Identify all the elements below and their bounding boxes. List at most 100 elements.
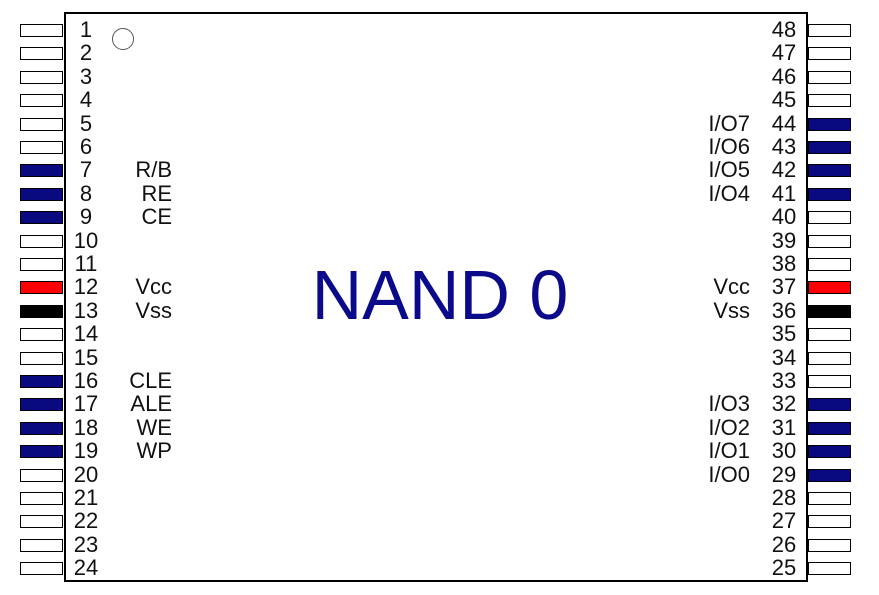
- pin-5-lead: [20, 117, 63, 131]
- pin-19-lead: [20, 445, 63, 459]
- pin-signal-label: Vss: [713, 297, 750, 323]
- pin-number: 5: [79, 110, 93, 136]
- pin-number: 12: [73, 274, 99, 300]
- pin-number: 8: [79, 180, 93, 206]
- pin-number: 3: [79, 63, 93, 89]
- pin-41-lead: [808, 187, 851, 201]
- pin-39-lead: [808, 234, 851, 248]
- pin-signal-label: CE: [141, 204, 172, 230]
- pin-signal-label: WE: [136, 414, 172, 440]
- pin-37-lead: [808, 281, 851, 295]
- pin-number: 28: [771, 485, 797, 510]
- pin-32-lead: [808, 398, 851, 412]
- pin-36-lead: [808, 304, 851, 318]
- pin-signal-label: WP: [136, 438, 172, 464]
- pin-13-lead: [20, 304, 63, 318]
- pin-number: 26: [771, 531, 797, 557]
- pin-signal-label: RE: [141, 180, 172, 206]
- pin-number: 22: [73, 508, 99, 534]
- pin-number: 15: [73, 344, 99, 370]
- pin-number: 2: [79, 40, 93, 66]
- pin-number: 23: [73, 531, 99, 557]
- pin-number: 27: [771, 508, 797, 534]
- pin-33-lead: [808, 375, 851, 388]
- pin-signal-label: I/O4: [708, 180, 750, 206]
- pin-number: 21: [73, 485, 99, 510]
- pin-7-lead: [20, 164, 63, 178]
- pin-28-lead: [808, 492, 851, 505]
- pin-number: 18: [73, 414, 99, 440]
- pin-signal-label: Vcc: [713, 274, 750, 300]
- pin-number: 7: [79, 157, 93, 183]
- pin-number: 40: [771, 204, 797, 230]
- pin-number: 33: [771, 368, 797, 393]
- pin-17-lead: [20, 398, 63, 412]
- pin-number: 16: [73, 368, 99, 393]
- pin-38-lead: [808, 258, 851, 271]
- pin-42-lead: [808, 164, 851, 178]
- pin-number: 13: [73, 297, 99, 323]
- pin-30-lead: [808, 445, 851, 459]
- pin-signal-label: I/O6: [708, 134, 750, 159]
- pin-number: 43: [771, 134, 797, 159]
- pin-6-lead: [20, 141, 63, 154]
- pin-number: 1: [79, 17, 93, 42]
- pin-number: 31: [771, 414, 797, 440]
- pin-29-lead: [808, 468, 851, 482]
- pin-number: 30: [771, 438, 797, 464]
- pin-number: 24: [73, 555, 99, 581]
- pin-signal-label: I/O1: [708, 438, 750, 464]
- pin-signal-label: R/B: [135, 157, 172, 183]
- pin-35-lead: [808, 328, 851, 342]
- pin-number: 20: [73, 461, 99, 487]
- pin-number: 39: [771, 227, 797, 253]
- pin-number: 45: [771, 87, 797, 113]
- pin-16-lead: [20, 375, 63, 388]
- pin-number: 25: [771, 555, 797, 581]
- pin-signal-label: I/O7: [708, 110, 750, 136]
- pin-14-lead: [20, 328, 63, 342]
- pin-15-lead: [20, 351, 63, 365]
- pin-signal-label: Vcc: [135, 274, 172, 300]
- pin-22-lead: [20, 515, 63, 529]
- pin-number: 19: [73, 438, 99, 464]
- pin-25-lead: [808, 562, 851, 576]
- pin-number: 17: [73, 391, 99, 417]
- pin-46-lead: [808, 70, 851, 84]
- pin-8-lead: [20, 187, 63, 201]
- pin-signal-label: ALE: [130, 391, 172, 417]
- pin-number: 47: [771, 40, 797, 66]
- pin-number: 35: [771, 321, 797, 347]
- pin-40-lead: [808, 211, 851, 225]
- pin-4-lead: [20, 94, 63, 108]
- pin-signal-label: I/O2: [708, 414, 750, 440]
- pin-45-lead: [808, 94, 851, 108]
- pin-signal-label: I/O0: [708, 461, 750, 487]
- pin-24-lead: [20, 562, 63, 576]
- pin-number: 10: [73, 227, 99, 253]
- chip-body: [64, 12, 808, 582]
- pin-number: 42: [771, 157, 797, 183]
- pin-number: 4: [79, 87, 93, 113]
- pin-number: 37: [771, 274, 797, 300]
- pin-34-lead: [808, 351, 851, 365]
- pin-21-lead: [20, 492, 63, 505]
- pin-number: 9: [79, 204, 93, 230]
- pin-number: 29: [771, 461, 797, 487]
- pin-signal-label: CLE: [129, 368, 172, 393]
- pin-10-lead: [20, 234, 63, 248]
- pin-2-lead: [20, 47, 63, 61]
- pin-20-lead: [20, 468, 63, 482]
- pin-number: 38: [771, 251, 797, 276]
- pin-number: 44: [771, 110, 797, 136]
- pin-1-lead: [20, 24, 63, 37]
- pin-47-lead: [808, 47, 851, 61]
- pin-48-lead: [808, 24, 851, 37]
- chip-title: NAND 0: [311, 256, 569, 334]
- pin-number: 41: [771, 180, 797, 206]
- pin-signal-label: I/O5: [708, 157, 750, 183]
- pin-signal-label: Vss: [135, 297, 172, 323]
- pin-44-lead: [808, 117, 851, 131]
- pin1-notch-marker: [112, 28, 134, 50]
